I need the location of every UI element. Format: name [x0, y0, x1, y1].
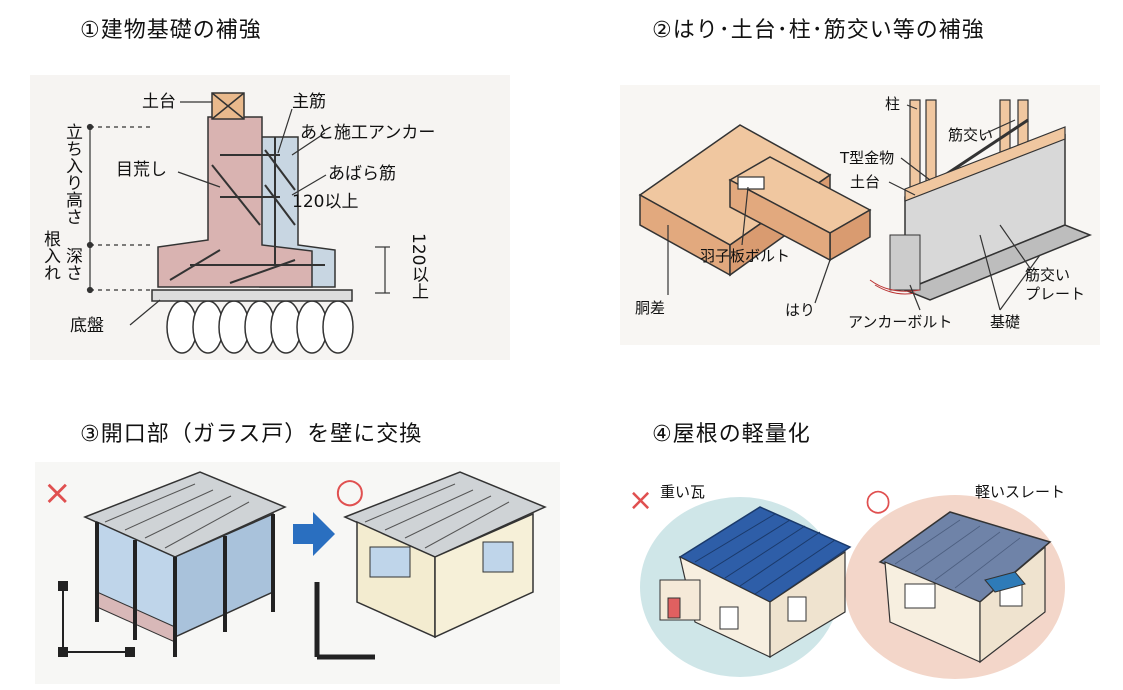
- existing-foundation: [157, 116, 313, 288]
- foundation-diagram: 土台 主筋 あと施工アンカー 目荒し あばら筋 120以上 立ち入り高さ 根入れ…: [30, 75, 510, 360]
- label-kiso: 基礎: [990, 313, 1020, 331]
- label-anchor: あと施工アンカー: [300, 123, 435, 143]
- label-neire: 根入れ: [40, 230, 61, 281]
- label-120-a: 120以上: [292, 192, 358, 212]
- label-dousa: 胴差: [635, 299, 665, 317]
- panel-2-title: ②はり･土台･柱･筋交い等の補強: [652, 18, 985, 43]
- label-tgata: T型金物: [839, 149, 894, 167]
- label-heavy-tile: 重い瓦: [660, 483, 705, 501]
- label-light-slate: 軽いスレート: [975, 483, 1065, 501]
- mark-bad-4: ×: [628, 483, 653, 518]
- label-fukasa: 深さ: [62, 247, 83, 281]
- arrow-right-icon: [293, 512, 335, 556]
- label-sujikai-plate-1: 筋交い: [1025, 266, 1070, 284]
- label-hashira: 柱: [885, 95, 900, 113]
- label-120-b: 120以上: [408, 233, 429, 299]
- mark-good-4: ○: [865, 483, 891, 518]
- mark-bad-3: ×: [43, 473, 72, 513]
- label-anchor-bolt: アンカーボルト: [848, 313, 952, 331]
- panel-1-title: ①建物基礎の補強: [80, 18, 262, 43]
- mark-good-3: ○: [335, 471, 365, 511]
- panel-3-title: ③開口部（ガラス戸）を壁に交換: [80, 422, 423, 447]
- label-tachiagari: 立ち入り高さ: [62, 123, 83, 225]
- panel-4-title: ④屋根の軽量化: [652, 422, 811, 447]
- label-hagoita: 羽子板ボルト: [700, 247, 790, 265]
- label-sujikai-plate-2: プレート: [1025, 285, 1085, 303]
- label-dodai: 土台: [142, 92, 176, 112]
- label-hari: はり: [785, 301, 815, 319]
- label-dodai2: 土台: [850, 173, 880, 191]
- label-abarakin: あばら筋: [328, 164, 396, 184]
- roof-lightening-diagram: × 重い瓦 ○ 軽いスレート: [620, 462, 1110, 682]
- label-shukin: 主筋: [292, 92, 326, 112]
- opening-to-wall-diagram: × ○: [35, 462, 560, 684]
- pile-row: [166, 300, 354, 354]
- label-mearashi: 目荒し: [116, 160, 167, 180]
- label-sujikai: 筋交い: [948, 126, 993, 144]
- label-teiban: 底盤: [70, 316, 104, 336]
- base-slab: [151, 289, 353, 302]
- frame-joint-diagram: 柱 筋交い T型金物 土台 羽子板ボルト 胴差 はり 筋交い プレート アンカー…: [620, 85, 1100, 345]
